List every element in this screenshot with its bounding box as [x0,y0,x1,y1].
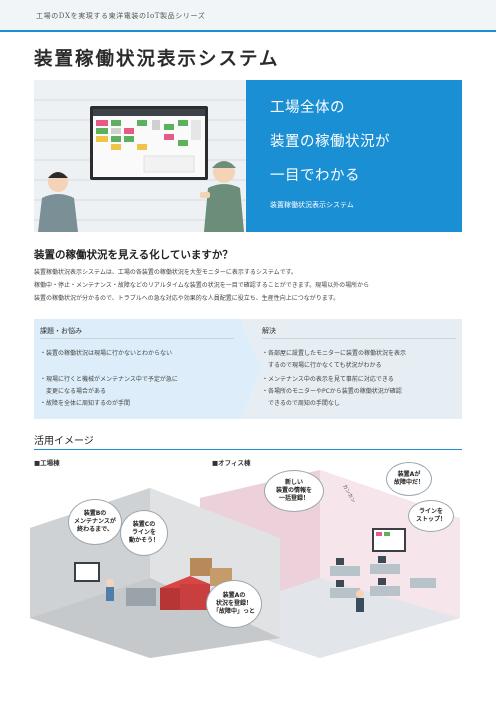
bubble-line-c-line-1: 装置Cの [132,520,156,528]
body-line-1: 装置稼働状況表示システムは、工場の各装置の稼働状況を大型モニターに表示するシステ… [34,269,298,276]
bubble-maintenance: 装置Bの メンテナンスが 終わるまで、 [68,499,122,545]
bubble-maintenance-line-2: メンテナンスが [74,517,116,525]
bubble-stop-line-line-2: ストップ！ [415,516,446,523]
bubble-failure-a-line-2: 故障中だ！ [393,479,424,486]
bubble-maintenance-line-3: 終わるまで、 [77,526,113,534]
problem-item-1: ・装置の稼働状況は現場に行かないとわからない [40,350,173,357]
solution-item-1b: するので現場に行かなくても状況がわかる [262,362,382,369]
top-band-line [0,30,496,32]
factory-label: ■工場棟 [34,459,60,467]
bubble-bulk-register: 新しい 装置の情報を 一括登録！ [264,470,324,512]
bubble-register-a-line-1: 装置Aの [222,591,246,599]
series-label: 工場のDXを実現する東洋電装のIoT製品シリーズ [36,12,206,20]
office-label: ■オフィス棟 [212,459,251,467]
question-heading: 装置の稼働状況を見える化していますか？ [34,249,233,261]
usage-heading: 活用イメージ [34,436,94,447]
bubble-register-a: 装置Aの 状況を登録！ 「故障中」っと [206,580,262,628]
bubble-maintenance-line-1: 装置Bの [83,509,107,517]
bubble-stop-line: ラインを ストップ！ [408,500,454,532]
bubble-bulk-register-line-1: 新しい [284,478,303,486]
bubble-register-a-line-3: 「故障中」っと [212,608,255,616]
body-line-2: 稼働中・停止・メンテナンス・故障などのリアルタイムな装置の状況を一目で確認するこ… [34,282,370,289]
hero-line-3: 一目でわかる [270,168,360,184]
problem-item-2: ・現場に行くと機械がメンテナンス中で予定が急に [40,376,178,383]
hero-illustration [34,80,246,232]
usage-illustration: カンカン [30,468,466,658]
page-title: 装置稼働状況表示システム [34,49,280,70]
bubble-stop-line-line-1: ラインを [418,507,443,515]
solution-item-3: ・各場所のモニターやPCから装置の稼働状況が確認 [262,388,402,395]
bubble-bulk-register-line-3: 一括登録！ [278,495,309,503]
solution-item-3b: できるので周知の手間なし [262,400,340,407]
hero-line-1: 工場全体の [270,100,345,116]
bubble-failure-a: 装置Aが 故障中だ！ [386,462,432,496]
problem-item-3: ・故障を全体に周知するのが手間 [40,400,131,407]
solutions-heading: 解決 [262,327,276,335]
hero-line-2: 装置の稼働状況が [270,134,390,150]
bubble-line-c-line-3: 動かそう！ [128,537,159,545]
problems-heading: 課題・お悩み [40,327,82,335]
solution-item-1: ・各部屋に設置したモニターに装置の稼働状況を表示 [262,350,407,357]
problems-divider [40,338,234,339]
solution-item-2: ・メンテナンス中の表示を見て事前に対応できる [262,376,394,383]
top-band [0,0,496,30]
bubble-failure-a-line-1: 装置Aが [397,470,421,478]
hero-headline-box: 工場全体の 装置の稼働状況が 一目でわかる 装置稼働状況表示システム [246,80,462,232]
solutions-divider [262,338,456,339]
problem-item-2b: 変更になる場合がある [40,388,107,395]
bubble-bulk-register-line-2: 装置の情報を [275,486,312,494]
usage-underline [34,449,462,450]
problems-arrow-shape [34,319,262,419]
body-line-3: 装置の稼働状況が分かるので、トラブルへの急な対応や効果的な人員配置に役立ち、生産… [34,295,340,302]
bubble-line-c: 装置Cの ラインを 動かそう！ [120,510,168,556]
bubble-line-c-line-2: ラインを [131,528,156,536]
hero-subtitle: 装置稼働状況表示システム [270,201,354,209]
bubble-register-a-line-2: 状況を登録！ [215,599,252,607]
